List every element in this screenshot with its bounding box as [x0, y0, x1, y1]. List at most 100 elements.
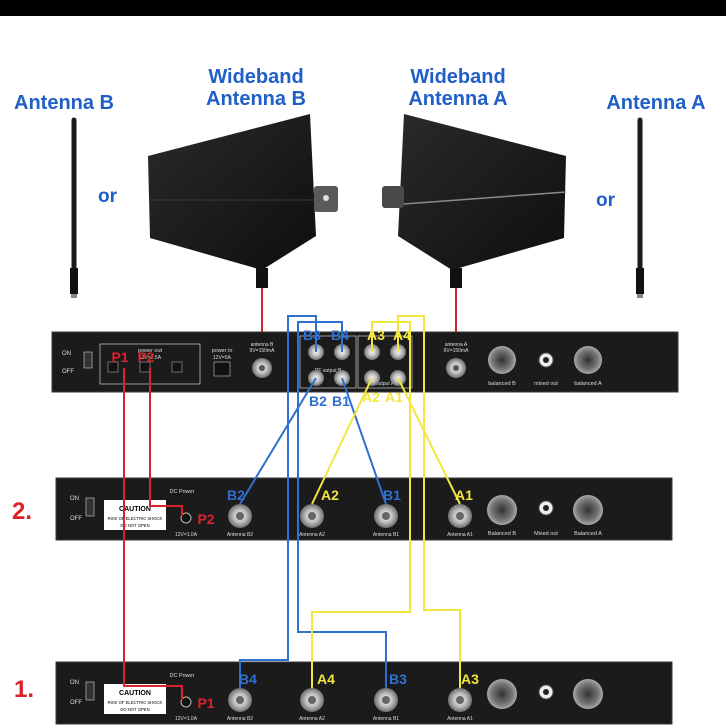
tag-dist-b3: B3 [303, 327, 321, 343]
cable-a3 [397, 315, 461, 688]
label-wideband-a: Wideband Antenna A [398, 66, 518, 110]
dist-power-out-spec: 12V=2.5A [139, 355, 162, 361]
rx2-caution: CAUTION [119, 506, 151, 513]
receiver-2-panel: ON OFF CAUTION RISK OF ELECTRIC SHOCK DO… [55, 477, 673, 541]
tag-dist-b4: B4 [331, 327, 349, 343]
rx2-balanced-b-xlr[interactable] [487, 495, 517, 525]
tag-dist-a4: A4 [393, 327, 411, 343]
antenna-b-whip [70, 117, 78, 298]
rx2-warn2: DO NOT OPEN [120, 523, 149, 528]
label-wideband-b-line2: Antenna B [206, 88, 306, 110]
dist-on-label: ON [62, 351, 71, 357]
rx1-spec: 12V=1.0A [175, 716, 198, 722]
tag-rx2-a2: A2 [321, 487, 339, 503]
rx2-spec: 12V=1.0A [175, 532, 198, 538]
dist-power-in-jack[interactable] [213, 361, 231, 377]
tag-dist-p2: P2 [137, 349, 154, 365]
power-cables-red [123, 368, 183, 700]
cable-a2 [311, 377, 373, 505]
dist-balanced-b-xlr[interactable] [488, 346, 516, 374]
label-antenna-b: Antenna B [14, 92, 114, 114]
dist-output-a-label: output A [376, 381, 395, 387]
rx1-port-b2-label: Antenna B2 [227, 716, 253, 722]
rx1-power-switch[interactable] [85, 681, 95, 701]
rx2-balanced-a-label: Balanced A [574, 531, 602, 537]
cable-b2 [239, 377, 317, 505]
rx2-port-a1-label: Antenna A1 [447, 532, 473, 538]
tag-rx2-a1: A1 [455, 487, 473, 503]
rx1-dc-power-label: DC Power [169, 673, 194, 679]
receiver-1-panel: ON OFF CAUTION RISK OF ELECTRIC SHOCK DO… [55, 661, 673, 725]
tag-rx1-b3: B3 [389, 671, 407, 687]
dist-antenna-a-port-label: antenna A [445, 342, 468, 348]
rf-cables-blue [239, 315, 387, 688]
rx2-on-label: ON [70, 496, 79, 502]
rx2-port-a2-label: Antenna A2 [299, 532, 325, 538]
rx2-warn1: RISK OF ELECTRIC SHOCK [108, 516, 163, 521]
tag-rx2-b1: B1 [383, 487, 401, 503]
rx2-mixed-out-label: Mixed out [534, 531, 558, 537]
rx1-dc-jack[interactable] [180, 696, 192, 708]
rx1-balanced-b-xlr[interactable] [487, 679, 517, 709]
label-or-left: or [98, 186, 117, 207]
dist-antenna-a-spec: 9V=150mA [444, 348, 470, 354]
dist-antenna-b-spec: 9V=150mA [250, 348, 276, 354]
dist-power-out-jack-1[interactable] [107, 361, 119, 373]
tag-dist-a2: A2 [362, 389, 380, 405]
label-wideband-a-line2: Antenna A [408, 88, 508, 110]
rx2-balanced-b-label: Balanced B [488, 531, 516, 537]
dist-antenna-b-port-label: antenna B [251, 342, 274, 348]
tag-rx1-a4: A4 [317, 671, 335, 687]
antenna-distributor-panel: ON OFF power out 12V=2.5A power in 12V=5… [51, 331, 679, 393]
dist-mixed-out-label: mixed out [534, 381, 558, 387]
receiver-1-number: 1. [14, 676, 35, 703]
dist-power-switch[interactable] [83, 351, 93, 369]
cable-p2 [149, 368, 183, 516]
rx1-on-label: ON [70, 680, 79, 686]
top-border [0, 0, 726, 16]
rx1-off-label: OFF [70, 700, 82, 706]
tag-rx2-p2: P2 [197, 511, 214, 527]
dist-power-in-spec: 12V=5A [213, 355, 232, 361]
rx2-dc-jack[interactable] [180, 512, 192, 524]
rx1-port-a1-label: Antenna A1 [447, 716, 473, 722]
rx2-port-b1-label: Antenna B1 [373, 532, 399, 538]
dist-off-label: OFF [62, 369, 74, 375]
dist-power-out-jack-2[interactable] [139, 361, 151, 373]
cable-a4 [311, 321, 411, 688]
wideband-antenna-b-paddle [148, 114, 338, 288]
dist-balanced-a-xlr[interactable] [574, 346, 602, 374]
antenna-a-whip [636, 117, 644, 298]
rx1-port-a2-label: Antenna A2 [299, 716, 325, 722]
rx1-warn2: DO NOT OPEN [120, 707, 149, 712]
rx2-power-switch[interactable] [85, 497, 95, 517]
dist-power-out-jack-3[interactable] [171, 361, 183, 373]
label-or-right: or [596, 190, 615, 211]
cable-a1 [397, 377, 461, 505]
cable-p1 [123, 368, 183, 700]
cable-b3 [297, 321, 387, 688]
rf-cables-yellow [311, 315, 461, 688]
rx2-balanced-a-xlr[interactable] [573, 495, 603, 525]
dist-rf-output-b-label: RF output B [315, 368, 342, 374]
dist-balanced-b-label: balanced B [488, 381, 516, 387]
tag-rx2-b2: B2 [227, 487, 245, 503]
label-wideband-b: Wideband Antenna B [196, 66, 316, 110]
tag-rx1-p1: P1 [197, 695, 214, 711]
cable-b1 [341, 377, 387, 505]
rx2-port-b2-label: Antenna B2 [227, 532, 253, 538]
wideband-antenna-a-paddle [382, 114, 567, 288]
label-wideband-a-line1: Wideband [410, 66, 506, 88]
rx1-caution: CAUTION [119, 690, 151, 697]
rx1-balanced-a-xlr[interactable] [573, 679, 603, 709]
tag-dist-a1: A1 [385, 389, 403, 405]
label-wideband-b-line1: Wideband [208, 66, 304, 88]
dist-balanced-a-label: balanced A [574, 381, 602, 387]
dist-power-out-label: power out [138, 348, 163, 354]
tag-dist-a3: A3 [367, 327, 385, 343]
rx1-warn1: RISK OF ELECTRIC SHOCK [108, 700, 163, 705]
tag-rx1-a3: A3 [461, 671, 479, 687]
tag-dist-b1: B1 [332, 393, 350, 409]
dist-power-in-label: power in [212, 348, 233, 354]
